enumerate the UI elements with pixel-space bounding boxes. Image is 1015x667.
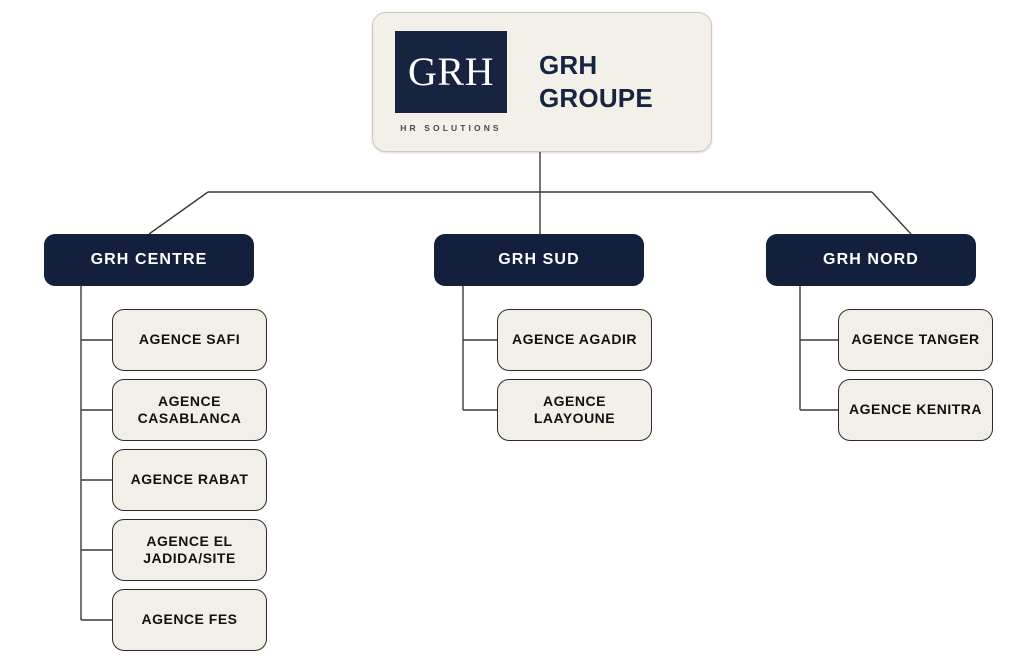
logo-mark-label: GRH [408,49,494,95]
logo-mark-icon: GRH [395,31,507,114]
connector-root-to-centre [148,191,209,235]
grh-logo: GRH HR SOLUTIONS [395,31,507,133]
agency-node-fes[interactable]: AGENCE FES [112,589,267,651]
region-node-grh-centre[interactable]: GRH CENTRE [44,234,254,286]
agency-node-laayoune[interactable]: AGENCE LAAYOUNE [497,379,652,441]
root-title-line-1: GRH [539,49,598,80]
root-node-grh-groupe[interactable]: GRH HR SOLUTIONS GRH GROUPE [372,12,712,152]
agency-node-agadir[interactable]: AGENCE AGADIR [497,309,652,371]
connector-root-to-nord [871,191,912,235]
agency-node-kenitra[interactable]: AGENCE KENITRA [838,379,993,441]
region-node-grh-sud[interactable]: GRH SUD [434,234,644,286]
agency-node-el-jadida-site[interactable]: AGENCE EL JADIDA/SITE [112,519,267,581]
agency-node-tanger[interactable]: AGENCE TANGER [838,309,993,371]
agency-node-rabat[interactable]: AGENCE RABAT [112,449,267,511]
region-node-grh-nord[interactable]: GRH NORD [766,234,976,286]
root-title-line-2: GROUPE [539,83,653,113]
agency-node-casablanca[interactable]: AGENCE CASABLANCA [112,379,267,441]
logo-tagline: HR SOLUTIONS [400,123,502,134]
root-title: GRH GROUPE [539,49,653,116]
agency-node-safi[interactable]: AGENCE SAFI [112,309,267,371]
